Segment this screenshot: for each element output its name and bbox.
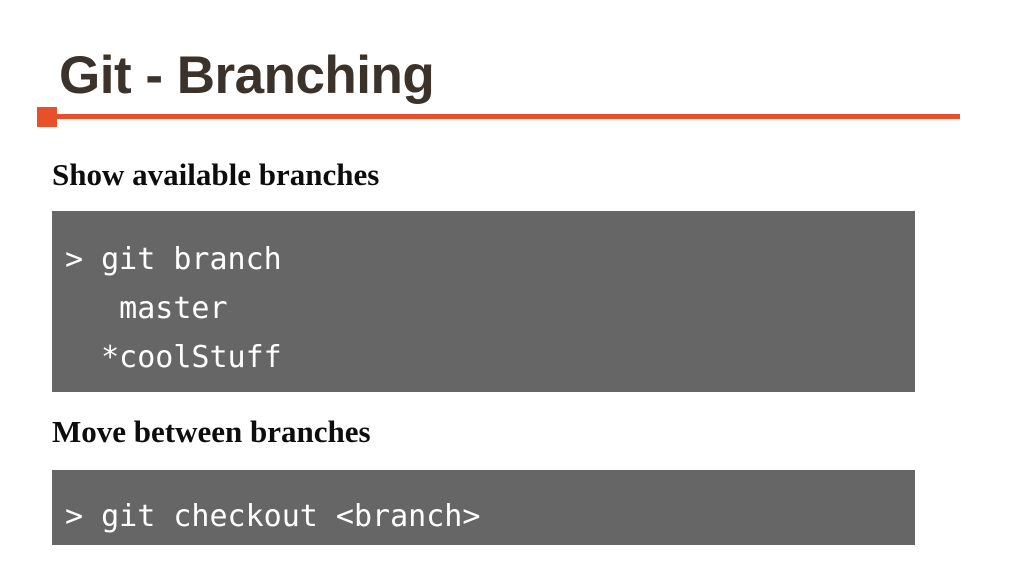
section-heading-move-between-branches: Move between branches: [52, 414, 371, 449]
page-title: Git - Branching: [59, 46, 435, 105]
code-text-git-branch: > git branch master *coolStuff: [65, 242, 282, 375]
title-divider-rule: [52, 114, 960, 119]
code-text-git-checkout: > git checkout <branch>: [65, 499, 481, 534]
section-heading-show-available-branches: Show available branches: [52, 157, 380, 192]
code-block-git-checkout: > git checkout <branch>: [52, 470, 915, 545]
title-accent-square: [37, 107, 57, 127]
code-block-git-branch: > git branch master *coolStuff: [52, 211, 915, 392]
